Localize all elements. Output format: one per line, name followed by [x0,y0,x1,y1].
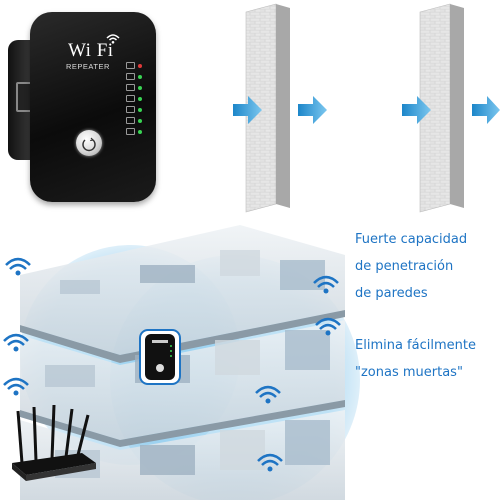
caption-line: de paredes [355,286,428,301]
caption-line: de penetración [355,259,454,274]
wps-led-icon [126,73,135,80]
status-led-green [138,96,142,101]
wifi-icon [255,385,281,404]
caption-line: Fuerte capacidad [355,232,468,247]
arrow-right-icon [402,96,431,124]
arrow-right-icon [298,96,327,124]
status-led-green [138,74,142,79]
power-led-icon [126,62,135,69]
house-floor-top [20,225,345,363]
status-led-green [138,129,142,134]
router-icon [12,404,96,481]
wifi-icon [315,317,341,336]
logo-wifi-icon [106,34,120,44]
wps-icon [82,137,96,152]
house-floor-bottom [20,410,345,500]
device-logo-text: Wi Fi [68,40,114,61]
status-led-green [138,118,142,123]
repeater-product-image: Wi Fi REPEATER [0,0,170,210]
lan-led-icon [126,84,135,91]
penetration-caption: Fuerte capacidad de penetración de pared… [355,226,500,307]
signal-led-icon [126,117,135,124]
wall-2 [419,3,464,213]
signal-led-icon [126,106,135,113]
arrow-right-icon [472,96,500,124]
wifi-icon [257,453,283,472]
wall-penetration-illustration [233,3,500,213]
house-coverage-illustration [3,225,360,500]
wlan-led-icon [126,95,135,102]
wifi-icon [3,377,29,396]
status-led-green [138,107,142,112]
dead-zones-caption: Elimina fácilmente "zonas muertas" [355,332,500,386]
wifi-icon [5,257,31,276]
signal-led-icon [126,128,135,135]
device-subtitle: REPEATER [66,62,110,71]
repeater-small-icon [139,329,181,385]
status-led-green [138,85,142,90]
wps-button [76,130,102,156]
arrow-right-icon [233,96,262,124]
device-body: Wi Fi REPEATER [30,12,156,202]
caption-line: "zonas muertas" [355,365,463,380]
status-led-red [138,63,142,68]
wall-1 [245,3,290,213]
caption-line: Elimina fácilmente [355,338,476,353]
status-led-column [126,60,142,137]
wifi-icon [3,333,29,352]
wifi-icon [313,275,339,294]
